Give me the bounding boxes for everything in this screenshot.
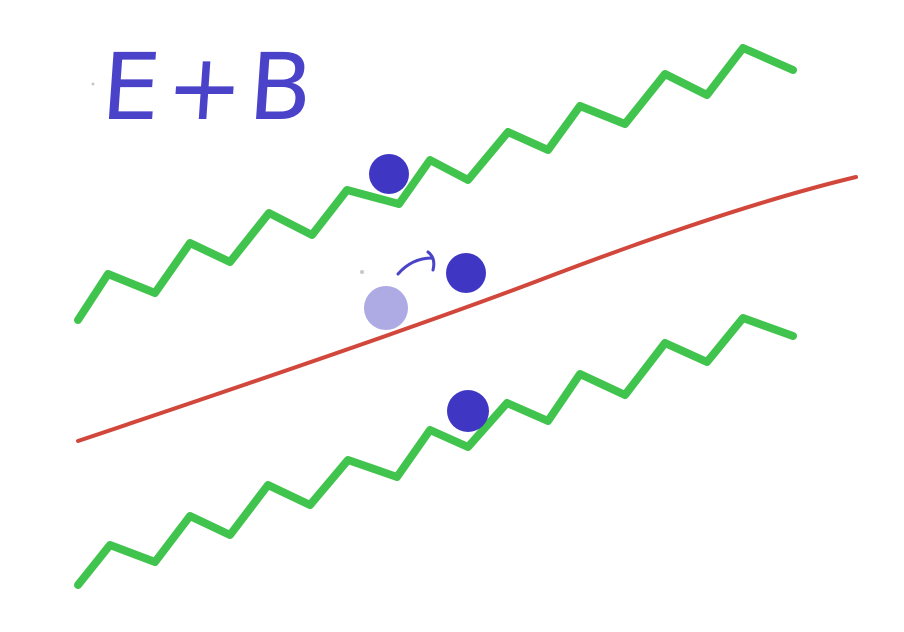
lower-wave (74, 314, 797, 589)
field-line (76, 175, 858, 443)
ghost-particle (364, 286, 408, 330)
moving-particle (446, 253, 486, 293)
upper-wave (74, 44, 797, 324)
lower-particle (447, 390, 489, 432)
upper-particle (369, 154, 409, 194)
motion-arrow-icon (396, 250, 436, 276)
stray-dot (91, 82, 95, 86)
stray-dot (360, 270, 364, 274)
